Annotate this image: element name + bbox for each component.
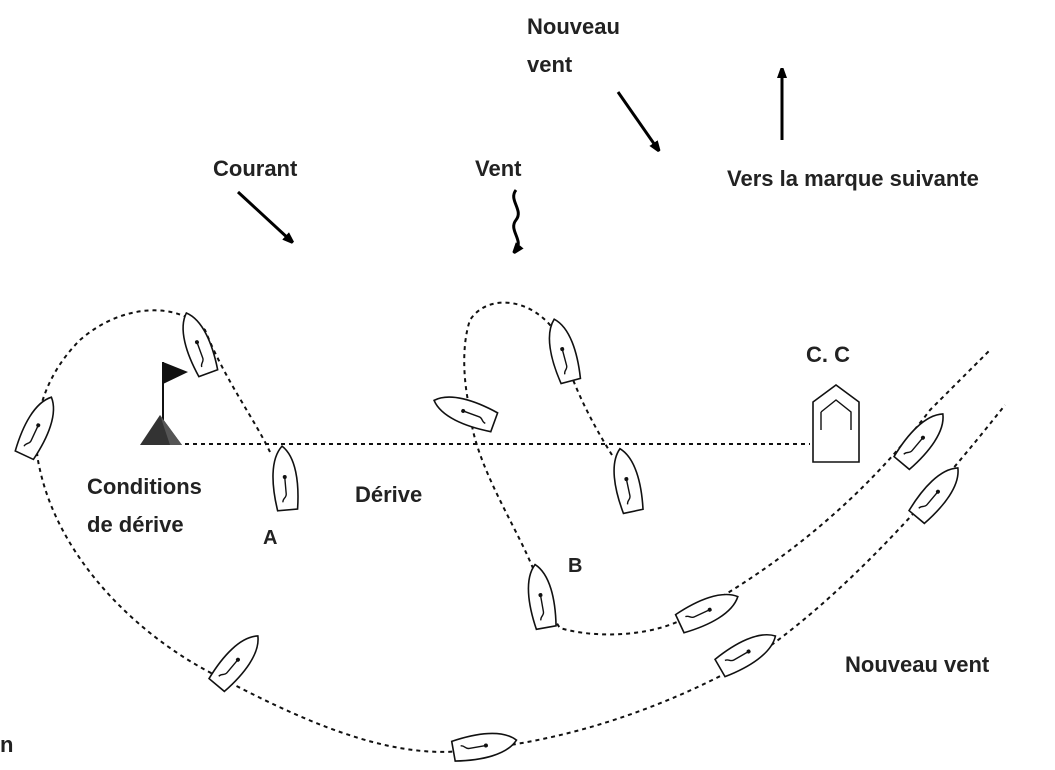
derive-label: Dérive	[355, 482, 422, 507]
conditions-label-line1: Conditions	[87, 474, 202, 499]
boat-icon	[713, 624, 783, 680]
vent-label: Vent	[475, 156, 522, 181]
boat-icon	[429, 388, 500, 435]
boat-a-label: A	[263, 527, 277, 549]
committee-boat-label: C. C	[806, 342, 850, 367]
conditions-label-line2: de dérive	[87, 512, 184, 537]
boat-icon	[450, 727, 520, 764]
boat-icon	[891, 405, 953, 472]
boat-icon	[673, 584, 744, 636]
nouveau-vent-arrow-icon	[616, 91, 657, 148]
nouveau-vent-top-label-line2: vent	[527, 52, 573, 77]
boat-b-label: B	[568, 555, 582, 577]
cut-off-label: n	[0, 732, 13, 757]
path-b-loop	[463, 301, 991, 636]
nouveau-vent-bottom-label: Nouveau vent	[845, 652, 990, 677]
nouveau-vent-top-label-line1: Nouveau	[527, 14, 620, 39]
boat-icon	[206, 627, 268, 694]
courant-arrow-icon	[236, 190, 290, 240]
vent-wavy-arrow-icon	[514, 189, 519, 250]
courant-label: Courant	[213, 156, 298, 181]
boat-icon	[607, 445, 646, 515]
boat-icon	[12, 391, 64, 462]
committee-boat-icon	[812, 384, 860, 463]
boat-icon	[522, 561, 559, 631]
vers-marque-label: Vers la marque suivante	[727, 166, 979, 191]
flag-icon	[162, 362, 188, 420]
boat-icon	[906, 459, 968, 526]
boat-icon	[174, 308, 221, 379]
boat-icon	[541, 315, 584, 385]
boat-icon	[269, 444, 301, 512]
buoy-icon	[140, 415, 182, 445]
